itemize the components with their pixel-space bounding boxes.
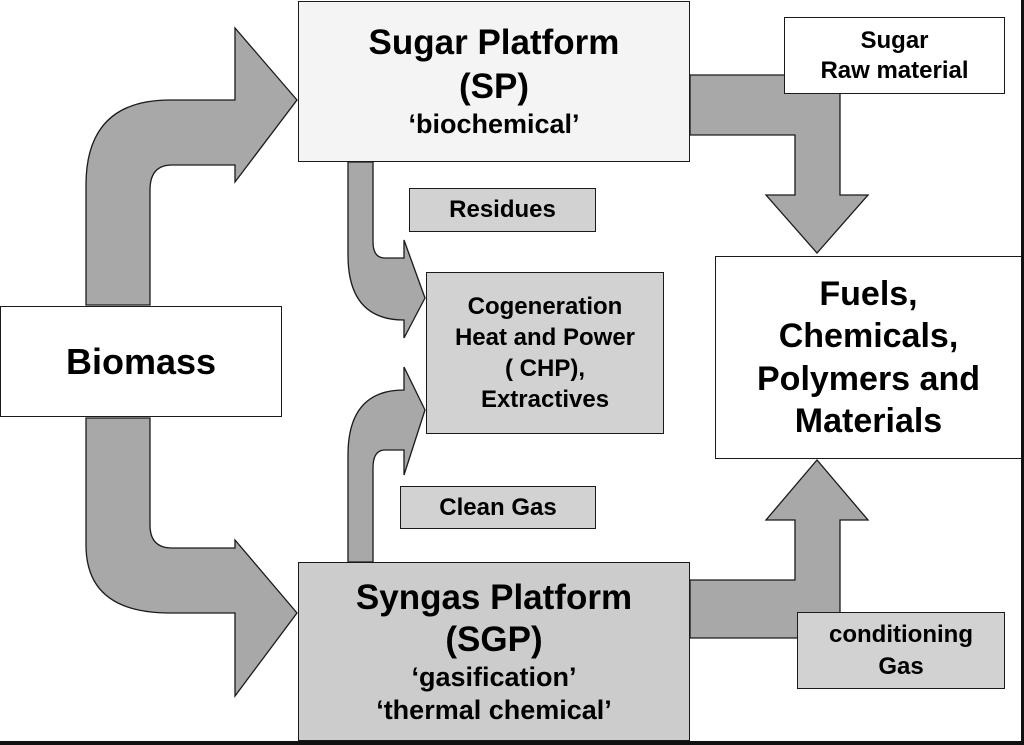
gas-conditioning-line-1: conditioning xyxy=(829,621,973,649)
syngas-platform-type-2: ‘thermal chemical’ xyxy=(376,694,612,725)
syngas-platform-type-1: ‘gasification’ xyxy=(411,662,577,693)
sugar-platform-abbrev: (SP) xyxy=(459,66,529,106)
arrow-residues-to-chp xyxy=(347,161,426,339)
residues-label: Residues xyxy=(449,196,556,223)
frame-border-bottom xyxy=(0,741,1024,745)
chp-box: Cogeneration Heat and Power ( CHP), Extr… xyxy=(426,272,664,434)
products-box: Fuels, Chemicals, Polymers and Materials xyxy=(715,256,1022,459)
chp-line-3: ( CHP), xyxy=(505,355,585,382)
products-line-3: Polymers and xyxy=(757,359,980,398)
syngas-platform-title: Syngas Platform xyxy=(355,578,633,618)
chp-line-2: Heat and Power xyxy=(454,323,636,351)
chp-line-4: Extractives xyxy=(480,386,610,414)
sugar-raw-material-box: Sugar Raw material xyxy=(784,17,1005,94)
sugar-platform-box: Sugar Platform (SP) ‘biochemical’ xyxy=(298,1,690,162)
arrow-clean-gas-to-chp xyxy=(347,366,426,563)
arrow-biomass-to-syngas-platform xyxy=(85,417,298,698)
sugar-raw-line-1: Sugar xyxy=(860,26,929,54)
sugar-platform-type: ‘biochemical’ xyxy=(408,109,580,140)
products-line-1: Fuels, xyxy=(819,274,918,313)
gas-conditioning-line-2: Gas xyxy=(878,652,924,680)
frame-border-right xyxy=(1021,0,1024,745)
arrow-biomass-to-sugar-platform xyxy=(85,26,298,306)
clean-gas-box: Clean Gas xyxy=(400,486,596,529)
syngas-platform-box: Syngas Platform (SGP) ‘gasification’ ‘th… xyxy=(298,562,690,741)
sugar-platform-title: Sugar Platform xyxy=(368,22,620,62)
sugar-raw-line-2: Raw material xyxy=(820,56,969,84)
syngas-platform-abbrev: (SGP) xyxy=(445,620,543,660)
products-line-4: Materials xyxy=(794,402,943,440)
chp-line-1: Cogeneration xyxy=(467,292,623,320)
biomass-box: Biomass xyxy=(0,306,282,417)
clean-gas-label: Clean Gas xyxy=(439,493,557,521)
arrow-sugar-to-products xyxy=(689,74,870,254)
products-line-2: Chemicals, xyxy=(778,317,959,355)
gas-conditioning-box: conditioning Gas xyxy=(797,612,1005,689)
residues-box: Residues xyxy=(409,188,596,232)
arrow-syngas-to-products xyxy=(689,458,870,639)
biomass-label: Biomass xyxy=(65,340,217,382)
